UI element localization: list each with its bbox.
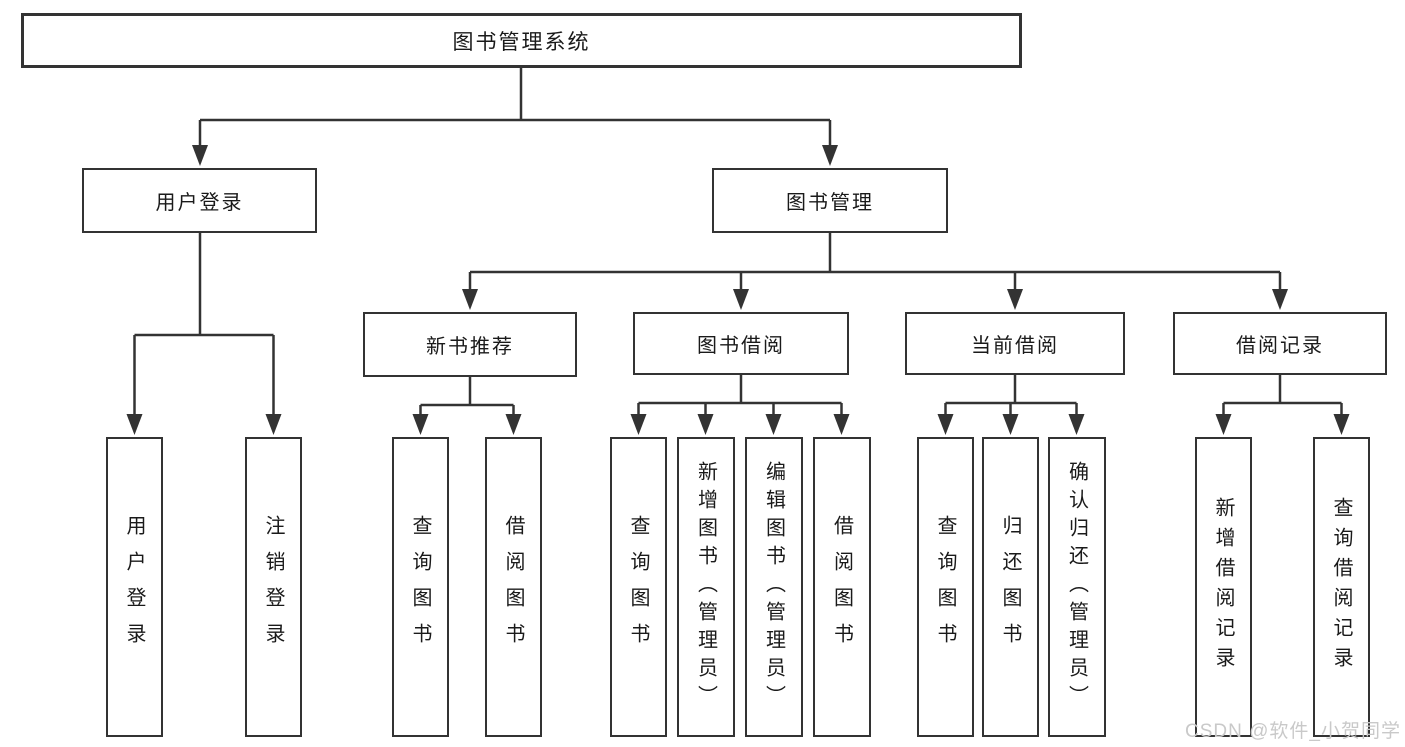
leaf-add-borrow-record: 新增借阅记录 [1195, 437, 1252, 737]
connector-user-login-children [126, 233, 282, 435]
leaf-add-book-admin: 新增图书（管理员） [677, 437, 735, 737]
connector-book-management-children [462, 233, 1288, 310]
leaf-return-books: 归还图书 [982, 437, 1039, 737]
leaf-query-books-borrowing: 查询图书 [610, 437, 667, 737]
leaf-logout: 注销登录 [245, 437, 302, 737]
node-new-book-recommend: 新书推荐 [363, 312, 577, 377]
leaf-query-books-current: 查询图书 [917, 437, 974, 737]
leaf-borrow-books: 借阅图书 [813, 437, 871, 737]
connector-current-borrowing-children [937, 375, 1085, 435]
node-book-management: 图书管理 [712, 168, 948, 233]
leaf-confirm-return-admin: 确认归还（管理员） [1048, 437, 1106, 737]
connector-borrowing-records-children [1215, 375, 1350, 435]
leaf-borrow-books-recommend: 借阅图书 [485, 437, 542, 737]
node-user-login: 用户登录 [82, 168, 317, 233]
node-current-borrowing: 当前借阅 [905, 312, 1125, 375]
node-library-management-system: 图书管理系统 [21, 13, 1022, 68]
connector-root-to-level1 [192, 68, 838, 166]
node-borrowing-records: 借阅记录 [1173, 312, 1387, 375]
connector-book-borrowing-children [630, 375, 850, 435]
leaf-query-books-recommend: 查询图书 [392, 437, 449, 737]
connector-new-book-recommend-children [412, 377, 522, 435]
csdn-watermark: CSDN @软件_小贺同学 [1185, 721, 1401, 742]
leaf-edit-book-admin: 编辑图书（管理员） [745, 437, 803, 737]
leaf-query-borrow-record: 查询借阅记录 [1313, 437, 1370, 737]
node-book-borrowing: 图书借阅 [633, 312, 849, 375]
leaf-user-login: 用户登录 [106, 437, 163, 737]
